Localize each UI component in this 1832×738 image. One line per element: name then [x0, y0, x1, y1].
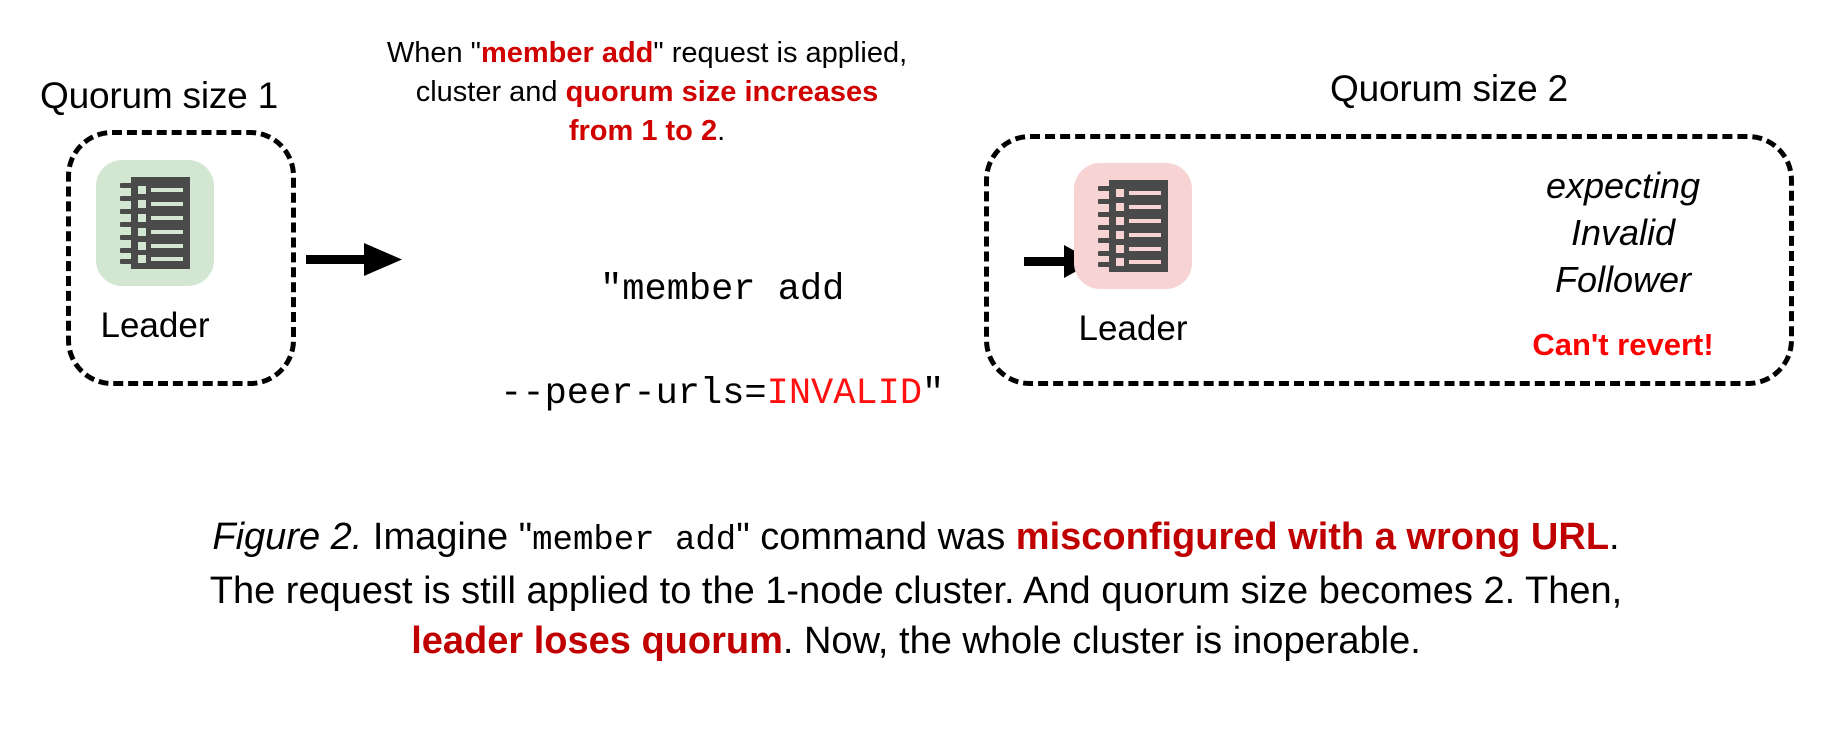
- status-line-follower: Follower: [1554, 259, 1692, 300]
- status-line-invalid: Invalid: [1570, 212, 1676, 253]
- caption-line-2: The request is still applied to the 1-no…: [209, 570, 1623, 612]
- arrow-cluster-to-command: [306, 238, 402, 287]
- caption-seg-1: Imagine ": [362, 516, 533, 558]
- command-text: "member add --peer-urls=INVALID": [420, 212, 980, 420]
- command-line-2-post: ": [922, 373, 945, 415]
- caption-seg-3: .: [1609, 516, 1620, 558]
- status-line-expecting: expecting: [1545, 165, 1701, 206]
- command-line-2-pre: --peer-urls=: [500, 373, 767, 415]
- cluster-box-right: [984, 134, 1794, 386]
- top-note-line1-highlight: member add: [480, 37, 654, 69]
- top-note-line2-pre: cluster and: [415, 76, 566, 108]
- top-note-line3-post: .: [717, 115, 726, 147]
- command-line-1: "member add: [600, 269, 845, 311]
- node-right: Leader: [1074, 163, 1192, 346]
- caption-highlight-misconfigured: misconfigured with a wrong URL: [1015, 516, 1610, 558]
- server-rack-icon: [96, 160, 214, 293]
- node-left: Leader: [96, 160, 214, 343]
- top-note-line1-pre: When ": [386, 37, 481, 69]
- warning-cant-revert: Can't revert!: [1532, 327, 1714, 362]
- quorum-size-label-left: Quorum size 1: [40, 75, 278, 116]
- status-column: expecting Invalid Follower Can't revert!: [1468, 162, 1778, 360]
- top-note-line3-highlight: from 1 to 2: [568, 115, 718, 147]
- node-label-right: Leader: [1078, 309, 1188, 348]
- top-annotation: When "member add" request is applied, cl…: [342, 34, 952, 151]
- server-rack-icon: [1074, 163, 1192, 296]
- caption-highlight-leader-loses-quorum: leader loses quorum: [411, 620, 783, 662]
- node-label-left: Leader: [100, 306, 210, 345]
- caption-mono-command: member add: [532, 522, 737, 560]
- quorum-size-label-right: Quorum size 2: [1330, 68, 1568, 109]
- cluster-box-left: [66, 130, 296, 386]
- command-invalid-value: INVALID: [766, 373, 923, 415]
- caption-seg-2: " command was: [736, 516, 1016, 558]
- top-note-line2-highlight: quorum size increases: [565, 76, 879, 108]
- top-note-line1-post: " request is applied,: [653, 37, 908, 69]
- figure-caption: Figure 2. Imagine "member add" command w…: [60, 512, 1772, 666]
- figure-number: Figure 2.: [212, 516, 363, 558]
- caption-seg-4: . Now, the whole cluster is inoperable.: [782, 620, 1421, 662]
